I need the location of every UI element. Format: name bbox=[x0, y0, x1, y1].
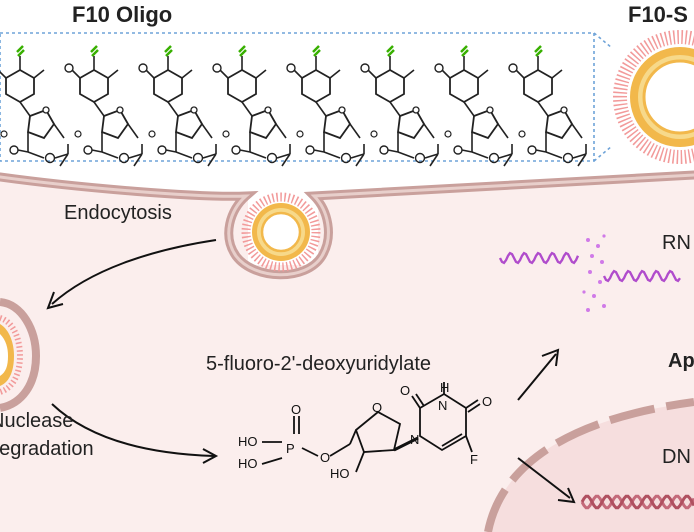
oligo-monomer bbox=[433, 44, 514, 168]
oligo-monomer bbox=[359, 44, 440, 168]
endosome bbox=[0, 298, 41, 412]
cytoplasm bbox=[0, 174, 694, 532]
c4-oxygen: O bbox=[482, 394, 493, 409]
oligo-title: F10 Oligo bbox=[72, 2, 173, 27]
fluorine-atom: F bbox=[470, 452, 478, 467]
arrows bbox=[46, 239, 576, 504]
n3-atom: N bbox=[438, 398, 448, 413]
nuclease-label-line2: degradation bbox=[0, 438, 94, 460]
rna-strand-right bbox=[602, 269, 681, 283]
phosphate-hydroxyl-1: HO bbox=[238, 434, 258, 449]
phosphoryl-oxygen: O bbox=[291, 402, 302, 417]
arrow-to-metabolite bbox=[51, 403, 215, 457]
n3-hydrogen: H bbox=[440, 380, 450, 395]
nuclease-label-line1: Nuclease bbox=[0, 410, 74, 432]
c2-oxygen: O bbox=[400, 383, 411, 398]
oligo-box bbox=[0, 32, 595, 162]
oligo-chain bbox=[0, 44, 588, 168]
rna-label: RN bbox=[662, 232, 691, 254]
dna-label: DN bbox=[662, 446, 691, 468]
zoom-line-top bbox=[593, 32, 613, 49]
endocytosis-label: Endocytosis bbox=[64, 202, 172, 224]
f10-nanoparticle bbox=[613, 30, 694, 164]
rna-fragments bbox=[582, 234, 606, 312]
dna-strand-b bbox=[580, 494, 694, 510]
zoom-line-bottom bbox=[593, 145, 613, 162]
n1-atom: N bbox=[410, 432, 420, 447]
fdump-structure bbox=[261, 382, 481, 473]
arrow-to-endosome bbox=[51, 239, 217, 305]
metabolite-label: 5-fluoro-2'-deoxyuridylate bbox=[206, 353, 432, 375]
oligo-monomer bbox=[507, 44, 588, 168]
oligo-monomer bbox=[63, 44, 144, 168]
nanoparticle-title: F10-S bbox=[628, 2, 688, 27]
apoptosis-label: Ap bbox=[668, 350, 694, 372]
hydroxyl-group: HO bbox=[330, 466, 350, 481]
arrow-to-dna bbox=[517, 457, 571, 499]
dna-strand-a bbox=[580, 494, 694, 510]
ester-oxygen: O bbox=[320, 450, 331, 465]
endocytic-vesicle bbox=[241, 192, 321, 272]
rna-strand-left bbox=[498, 251, 580, 265]
oligo-monomer bbox=[211, 44, 292, 168]
oligo-monomer bbox=[137, 44, 218, 168]
phosphate-hydroxyl-2: HO bbox=[238, 456, 258, 471]
arrow-to-rna bbox=[517, 353, 557, 401]
oligo-monomer bbox=[285, 44, 366, 168]
ring-oxygen: O bbox=[372, 400, 383, 415]
oligo-monomer bbox=[0, 44, 70, 168]
phosphorus-atom: P bbox=[286, 441, 295, 456]
